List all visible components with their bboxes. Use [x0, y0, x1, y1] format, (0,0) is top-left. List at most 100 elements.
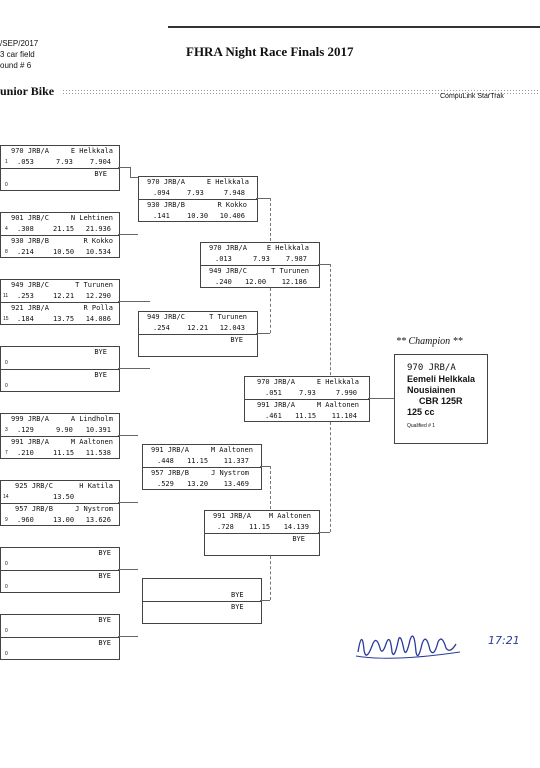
lane-bottom-times [139, 346, 257, 357]
lane-bottom-times [205, 545, 319, 556]
champion-number: 970 JRB/A [407, 363, 456, 373]
connector [368, 398, 394, 399]
connector [118, 368, 150, 369]
connector [118, 502, 138, 503]
lane-bottom: BYE [98, 572, 111, 580]
round-number: ound # 6 [0, 61, 32, 70]
round1-match-8: BYE 0 BYE 0 [0, 614, 120, 660]
connector-dashed [330, 422, 331, 532]
signature-icon [355, 635, 461, 659]
champion-bike: CBR 125R [419, 396, 463, 406]
lane-top-times: 0 [1, 559, 119, 571]
lane-top-times: BYE [143, 590, 261, 602]
vendor-label: CompuLink StarTrak [440, 93, 504, 100]
connector-dashed [270, 466, 271, 514]
lane-top: BYE [94, 348, 107, 356]
round1-match-7: BYE 0 BYE 0 [0, 547, 120, 593]
connector [118, 435, 138, 436]
lane-bottom: BYE [94, 371, 107, 379]
lane-bottom-times: 0 [5, 182, 8, 188]
connector [118, 167, 130, 168]
lane-bottom-times: 0 [5, 383, 8, 389]
connector [118, 234, 138, 235]
connector [118, 569, 138, 570]
connector [130, 177, 138, 178]
lane-bottom: BYE [230, 336, 243, 344]
connector [130, 167, 131, 177]
champion-last-name: Nousiainen [407, 385, 456, 395]
page-title: FHRA Night Race Finals 2017 [186, 44, 354, 59]
connector [260, 600, 270, 601]
lane-top-times: 0 [1, 358, 119, 370]
connector-dashed [270, 288, 271, 333]
lane-bottom: BYE [94, 170, 107, 178]
connector-dashed [270, 198, 271, 256]
connector-dashed [270, 556, 271, 600]
lane-bottom: BYE [231, 603, 244, 611]
event-date: /SEP/2017 [0, 39, 39, 48]
connector [118, 636, 138, 637]
lane-top [143, 579, 261, 590]
champion-qualified: Qualified # 1 [407, 423, 436, 429]
connector [256, 333, 270, 334]
champion-box: 970 JRB/A Eemeli Helkkala Nousiainen CBR… [394, 354, 488, 444]
champion-first-name: Eemeli Helkkala [407, 374, 476, 384]
lane-top: BYE [98, 549, 111, 557]
top-rule [168, 26, 540, 28]
champion-cc: 125 cc [407, 407, 435, 417]
lane-bottom: BYE [292, 535, 305, 543]
connector [260, 466, 270, 467]
signature-time: 17:21 [488, 634, 520, 647]
lane-bottom: BYE [98, 639, 111, 647]
connector-dashed [330, 264, 331, 380]
champion-heading: ** Champion ** [396, 336, 463, 347]
connector [318, 264, 330, 265]
lane-bottom-times: 0 [5, 584, 8, 590]
round2-match-4: BYE BYE [142, 578, 262, 624]
lane-top: BYE [98, 616, 111, 624]
